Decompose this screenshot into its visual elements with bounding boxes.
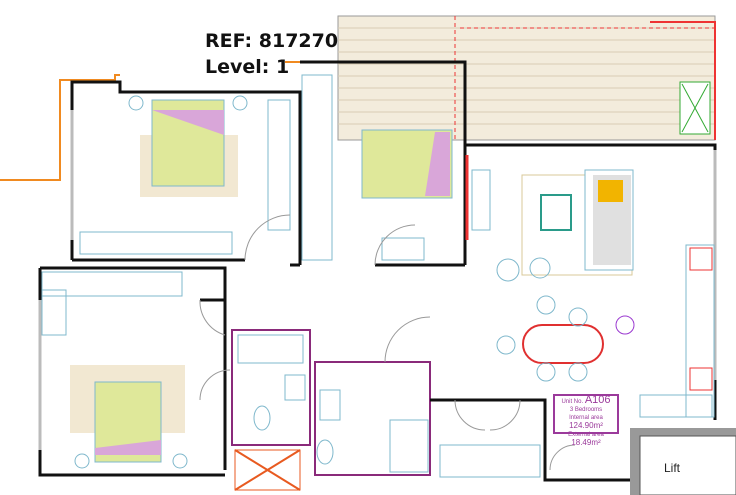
- doors: [199, 214, 576, 471]
- windows: [38, 110, 717, 450]
- unit-no: A106: [584, 394, 611, 406]
- plant-box: [679, 81, 711, 135]
- reference-number: REF: 817270: [205, 30, 339, 52]
- bedrooms-count: 3 Bedrooms: [569, 407, 603, 413]
- kitchen: [439, 244, 715, 478]
- level-label: Level: 1: [205, 56, 290, 78]
- lift-shaft: [630, 428, 736, 495]
- unit-info-box: Unit No. A106 3 Bedrooms Internal area 1…: [553, 394, 619, 447]
- external-area-label: External area: [568, 432, 604, 438]
- dining-table: [496, 295, 635, 382]
- balcony: [337, 15, 716, 141]
- site-outline: [0, 74, 120, 181]
- bathroom-fixtures: [234, 334, 429, 491]
- lift-label: Lift: [664, 461, 681, 475]
- walls: [38, 60, 717, 482]
- internal-area-label: Internal area: [569, 415, 603, 421]
- external-area: 18.49m²: [571, 438, 601, 447]
- bed-middle: [301, 74, 453, 261]
- bed-top-left: [79, 95, 291, 255]
- unit-no-label: Unit No.: [561, 399, 584, 405]
- bed-bottom-left: [41, 271, 188, 469]
- internal-area: 124.90m²: [569, 421, 603, 430]
- living-area: [471, 169, 634, 282]
